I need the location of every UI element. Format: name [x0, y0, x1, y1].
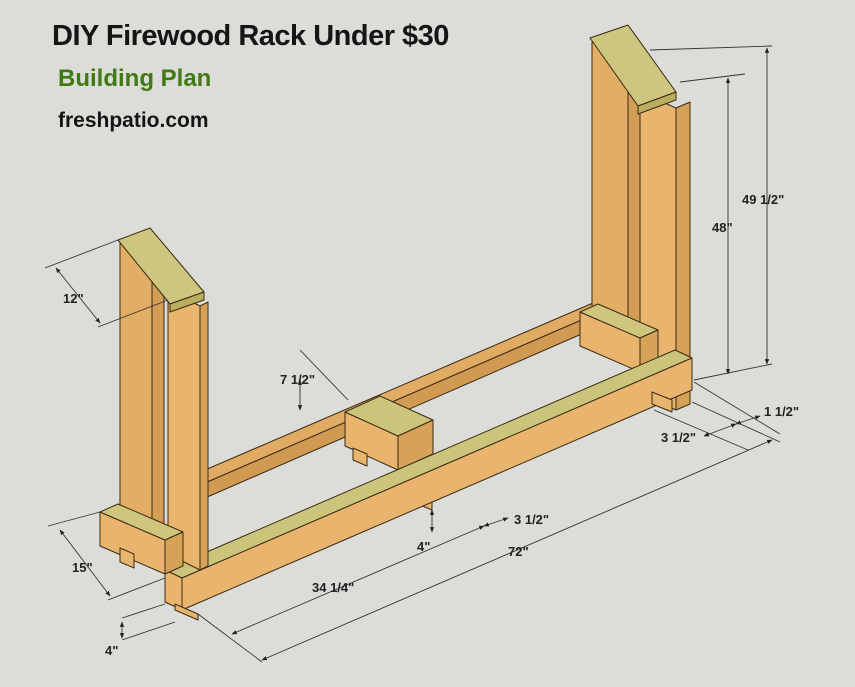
- left-back-post: [119, 241, 153, 541]
- site-name: freshpatio.com: [58, 109, 209, 132]
- dim-height-total: 49 1/2": [742, 192, 784, 207]
- rack-model: [99, 24, 693, 621]
- dim-post-thick: 1 1/2": [764, 404, 799, 419]
- left-leg: [119, 547, 135, 569]
- dim-leg-height: 4": [105, 643, 118, 658]
- page-subtitle: Building Plan: [58, 65, 212, 92]
- right-leg: [651, 391, 673, 413]
- dim-length: 72": [508, 544, 529, 559]
- dim-half-length: 34 1/4": [312, 580, 354, 595]
- dim-height-inner: 48": [712, 220, 733, 235]
- dim-depth-top: 12": [63, 291, 84, 306]
- dim-post-width: 3 1/2": [661, 430, 696, 445]
- header: DIY Firewood Rack Under $30 Building Pla…: [52, 18, 449, 134]
- dim-mid-gap: 3 1/2": [514, 512, 549, 527]
- page-title: DIY Firewood Rack Under $30: [52, 20, 449, 52]
- dimension-lines: 12" 48" 49 1/2" 7 1/2" 1 1/2" 3 1/2" 3 1…: [44, 45, 799, 663]
- dim-base-depth: 15": [72, 560, 93, 575]
- dim-foot-height: 7 1/2": [280, 372, 315, 387]
